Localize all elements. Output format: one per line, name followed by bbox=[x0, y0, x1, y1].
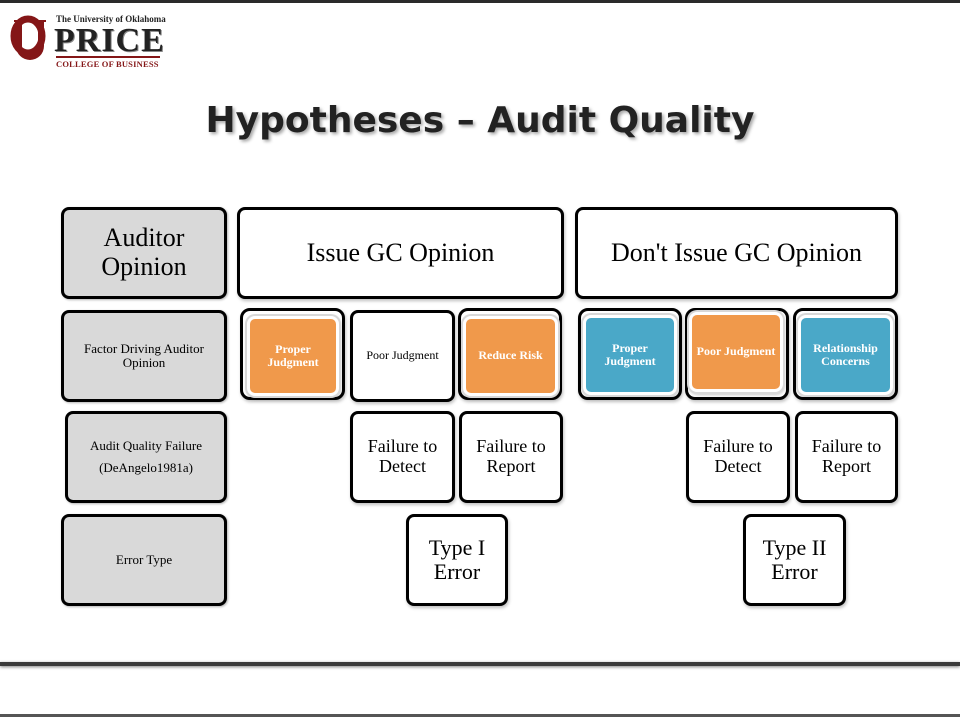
dont-relationship-concerns: Relationship Concerns bbox=[798, 315, 893, 395]
issue-failure-to-report: Failure to Report bbox=[459, 411, 563, 503]
citation-text: (DeAngelo1981a) bbox=[99, 460, 193, 475]
error-type-label: Error Type bbox=[61, 514, 227, 606]
top-rule bbox=[0, 0, 960, 3]
logo-bar bbox=[56, 56, 160, 58]
dont-issue-gc-header: Don't Issue GC Opinion bbox=[575, 207, 898, 299]
type-ii-error: Type II Error bbox=[743, 514, 846, 606]
footer-rule-upper bbox=[0, 662, 960, 666]
ou-price-logo: The University of Oklahoma PRICE COLLEGE… bbox=[10, 10, 166, 69]
dont-failure-to-report: Failure to Report bbox=[795, 411, 898, 503]
auditor-opinion-label: Auditor Opinion bbox=[61, 207, 227, 299]
issue-gc-header: Issue GC Opinion bbox=[237, 207, 564, 299]
college-name: COLLEGE OF BUSINESS bbox=[56, 59, 159, 69]
issue-reduce-risk: Reduce Risk bbox=[463, 316, 558, 396]
issue-poor-judgment: Poor Judgment bbox=[350, 310, 455, 402]
footer-rule-lower bbox=[0, 714, 960, 717]
type-i-error: Type I Error bbox=[406, 514, 508, 606]
price-wordmark: PRICE bbox=[54, 22, 165, 59]
slide-title: Hypotheses – Audit Quality bbox=[205, 100, 755, 141]
dont-poor-judgment: Poor Judgment bbox=[689, 312, 783, 392]
dont-failure-to-detect: Failure to Detect bbox=[686, 411, 790, 503]
university-name: The University of Oklahoma bbox=[56, 14, 166, 24]
dont-proper-judgment: Proper Judgment bbox=[583, 315, 677, 395]
audit-quality-failure-label: Audit Quality Failure (DeAngelo1981a) bbox=[65, 411, 227, 503]
issue-proper-judgment: Proper Judgment bbox=[247, 316, 339, 396]
issue-failure-to-detect: Failure to Detect bbox=[350, 411, 455, 503]
factor-label: Factor Driving Auditor Opinion bbox=[61, 310, 227, 402]
audit-quality-failure-text: Audit Quality Failure bbox=[90, 437, 202, 453]
ou-logo-icon bbox=[10, 15, 46, 60]
